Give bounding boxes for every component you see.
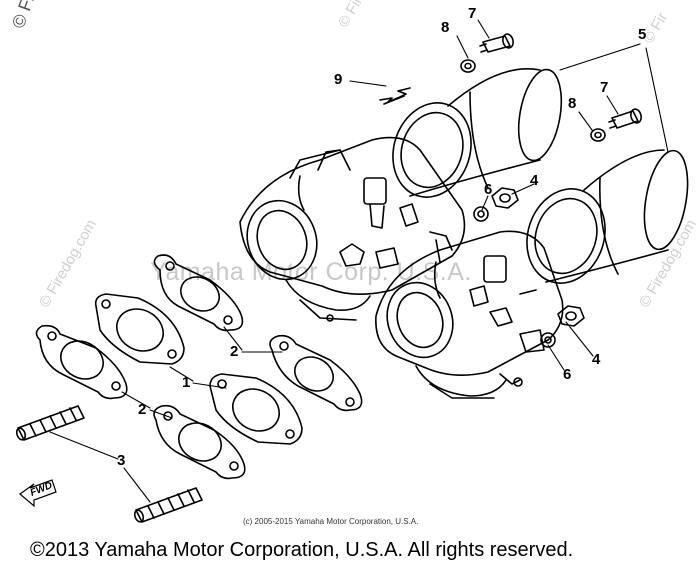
copyright-notice: ©2013 Yamaha Motor Corporation, U.S.A. A… (30, 539, 574, 561)
stud-upper (15, 405, 85, 441)
callout-4a: 4 (530, 172, 539, 189)
leader-lines (49, 19, 669, 503)
washer-mid-lower (540, 332, 556, 348)
callout-6a: 6 (484, 181, 493, 198)
insulator-upper-left (94, 293, 185, 365)
gasket-lower-right (153, 404, 246, 480)
forward-arrow (19, 479, 57, 508)
washer-lower (590, 128, 606, 142)
stud-lower (133, 487, 203, 523)
insulator-lower-right (209, 373, 303, 445)
gasket-upper-right (269, 334, 363, 412)
credit-line: (c) 2005-2015 Yamaha Motor Corporation, … (243, 517, 419, 526)
callout-5: 5 (638, 26, 647, 43)
washer-upper (460, 59, 476, 73)
callout-2b: 2 (138, 401, 147, 418)
air-funnel-upper (392, 68, 563, 198)
callout-7b: 7 (600, 79, 609, 96)
callout-8b: 8 (568, 95, 577, 112)
callout-3: 3 (117, 452, 126, 469)
callout-8a: 8 (441, 19, 450, 36)
callout-2a: 2 (230, 343, 239, 360)
callout-4b: 4 (592, 351, 601, 368)
callout-6b: 6 (563, 366, 572, 383)
nut-upper (491, 187, 519, 209)
bolt-lower (608, 108, 642, 129)
bolt-upper (479, 33, 514, 53)
washer-mid-upper (473, 206, 489, 222)
carburetor-upper (239, 136, 466, 322)
callout-9: 9 (334, 71, 343, 88)
callout-1: 1 (182, 374, 191, 391)
air-funnel-lower (526, 149, 689, 284)
spring-clip (379, 87, 411, 105)
callout-7a: 7 (468, 5, 477, 22)
gasket-upper-left (153, 254, 244, 332)
gasket-lower-left (35, 324, 128, 400)
watermark-center: Yamaha Motor Corp. U.S.A. (150, 258, 472, 286)
nut-lower (557, 305, 585, 327)
carburetor-lower (375, 230, 564, 399)
